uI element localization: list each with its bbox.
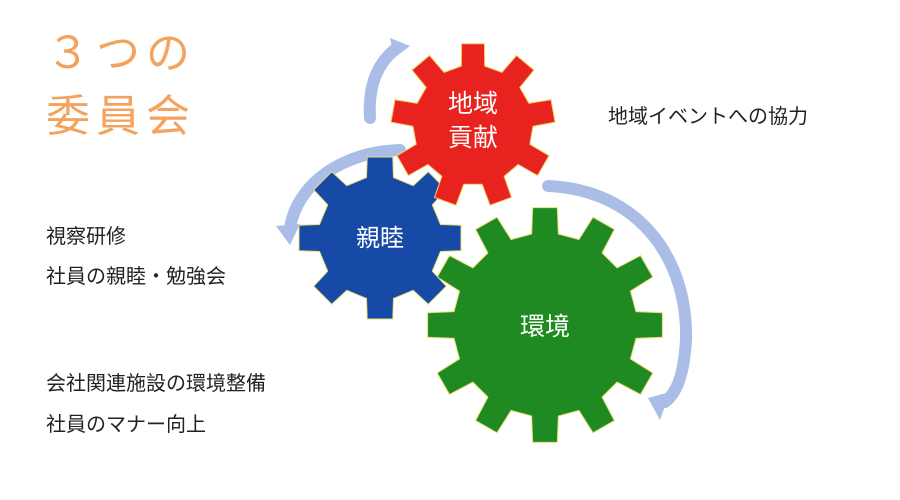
arrow-head-3	[276, 224, 300, 245]
arrow-friendship-to-community	[363, 42, 403, 124]
environment-description-1: 会社関連施設の環境整備	[46, 371, 266, 395]
friendship-description-2: 社員の親睦・勉強会	[46, 264, 226, 288]
environment-gear-icon	[427, 207, 663, 443]
friendship-gear-icon	[298, 156, 462, 320]
environment-description-2: 社員のマナー向上	[46, 412, 206, 436]
title-line-1: ３つの	[46, 28, 196, 79]
community-gear-icon	[390, 43, 556, 206]
cycle-arrows	[276, 38, 693, 420]
arrow-community-to-environment	[542, 180, 693, 408]
friendship-description-1: 視察研修	[46, 224, 126, 248]
arrow-environment-to-friendship	[284, 144, 406, 234]
arrow-head-2	[648, 392, 670, 420]
arrow-head-1	[390, 38, 410, 58]
community-description: 地域イベントへの協力	[608, 104, 808, 128]
community-gear-label-line-2: 貢献	[448, 123, 498, 152]
friendship-gear-label: 親睦	[356, 224, 404, 252]
community-gear-label-line-1: 地域	[448, 89, 498, 118]
title-line-2: 委員会	[46, 91, 196, 142]
environment-gear-label: 環境	[520, 312, 570, 341]
